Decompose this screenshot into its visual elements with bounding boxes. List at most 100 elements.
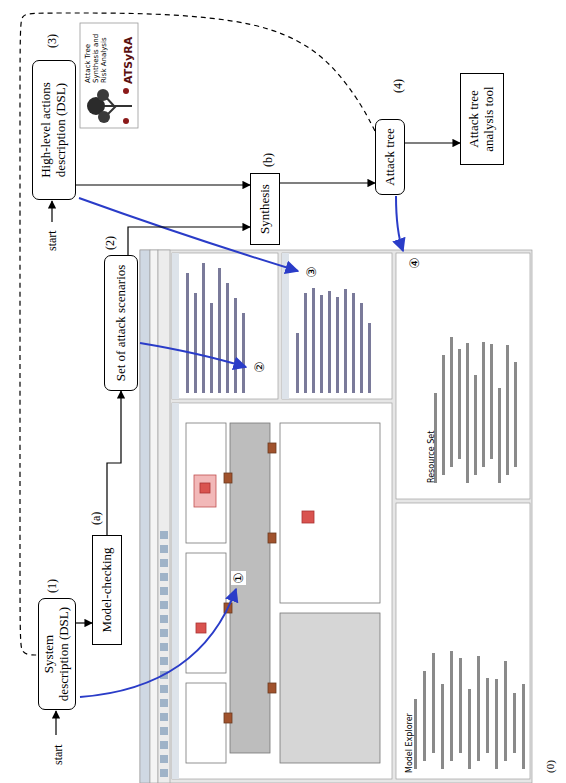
code-line <box>234 298 237 393</box>
door-symbol <box>268 533 276 543</box>
tree-root: Resource Set <box>427 431 436 483</box>
code-line <box>202 263 205 393</box>
model-tree-pane <box>396 253 530 499</box>
room-outline <box>280 613 380 763</box>
box-label: Synthesis <box>258 184 273 234</box>
code-line <box>498 388 501 483</box>
box-label: Attack tree <box>383 128 398 185</box>
room-outline <box>186 683 226 763</box>
toolbar-icon <box>160 643 168 651</box>
model-explorer-pane <box>396 503 530 779</box>
eclipse-window <box>140 250 532 783</box>
scenario-editor-pane <box>172 253 278 399</box>
start-label: start <box>45 230 59 251</box>
label-holder: (1) <box>42 579 60 593</box>
code-line <box>477 656 480 761</box>
window-title-bar <box>140 250 150 783</box>
step-number: (2) <box>103 236 117 250</box>
toolbar-icon <box>160 769 168 777</box>
code-line <box>423 671 426 761</box>
code-line <box>328 291 331 393</box>
callout-arrow <box>140 343 246 367</box>
editor-tab-bar <box>172 253 179 399</box>
code-line <box>218 268 221 393</box>
label-holder: ② <box>250 360 268 374</box>
flow-arrow <box>76 184 250 185</box>
label-holder: (a) <box>86 512 104 525</box>
code-line <box>210 303 213 393</box>
label-holder: start <box>48 744 66 765</box>
toolbar-icon <box>160 713 168 721</box>
callout-number: ② <box>252 360 267 374</box>
logo-tree-crown <box>98 111 110 123</box>
flow-arrow <box>280 182 375 183</box>
door-symbol <box>268 683 276 693</box>
callout-arrow <box>396 196 403 251</box>
eclipse-screenshot <box>140 250 532 783</box>
flow-arrow <box>76 622 92 623</box>
label-holder: (2) <box>100 236 118 250</box>
code-line <box>360 303 363 393</box>
flow-arrow <box>20 13 375 655</box>
room-outline <box>280 423 380 603</box>
start-label: start <box>51 744 65 765</box>
code-line <box>242 313 245 393</box>
code-line <box>459 658 462 753</box>
alarm-item <box>302 511 314 523</box>
code-line <box>312 288 315 393</box>
label-holder: (3) <box>42 34 60 48</box>
code-line <box>344 289 347 393</box>
step-number: (1) <box>45 579 59 593</box>
code-line <box>320 295 323 393</box>
code-line <box>468 689 471 769</box>
code-line <box>450 651 453 761</box>
toolbar-icon <box>160 755 168 763</box>
box-label: Attack tree analysis tool <box>467 80 497 158</box>
code-line <box>458 349 461 459</box>
toolbar-icon <box>160 545 168 553</box>
label-holder: Resource Set <box>420 431 438 483</box>
callout-number: ③ <box>304 265 319 279</box>
alarm-zone <box>194 475 216 507</box>
process-box: Attack tree <box>375 119 405 195</box>
toolbar-icon <box>160 601 168 609</box>
code-line <box>482 342 485 467</box>
door-symbol <box>224 473 232 483</box>
editor-tab-bar <box>282 253 289 399</box>
code-line <box>450 337 453 467</box>
label-holder: start <box>42 230 60 251</box>
box-label: System description (DSL) <box>42 605 72 703</box>
code-line <box>352 293 355 393</box>
alarm-item <box>196 623 206 633</box>
toolbar-icon <box>160 531 168 539</box>
door-symbol <box>224 713 232 723</box>
code-line <box>442 355 445 475</box>
process-box: Model-checking <box>92 535 122 645</box>
start-arrow <box>55 711 56 735</box>
code-line <box>304 293 307 393</box>
logo-name: ATSyRA <box>122 37 135 84</box>
flow-arrow <box>128 227 250 255</box>
toolbar-icon <box>160 615 168 623</box>
process-box: Attack tree analysis tool <box>460 73 504 165</box>
action-editor-pane <box>282 253 392 399</box>
code-line <box>296 333 299 393</box>
code-line <box>504 661 507 761</box>
process-box: High-level actions description (DSL) <box>32 60 76 200</box>
code-line <box>186 273 189 393</box>
logo-node <box>123 118 129 124</box>
callout-number: ① <box>231 571 246 585</box>
label-holder: ④ <box>405 256 423 270</box>
toolbar-icon <box>160 573 168 581</box>
room-outline <box>186 423 226 543</box>
code-line <box>226 283 229 393</box>
process-box: System description (DSL) <box>38 598 76 710</box>
code-line <box>441 684 444 769</box>
label-holder: Model Explorer <box>398 713 416 773</box>
toolbar-icon <box>160 559 168 567</box>
toolbar-icon <box>160 699 168 707</box>
logo-caption: Attack Tree Synthesis and Risk Analysis <box>84 27 108 83</box>
code-line <box>506 345 509 475</box>
flow-arrow <box>107 391 121 535</box>
